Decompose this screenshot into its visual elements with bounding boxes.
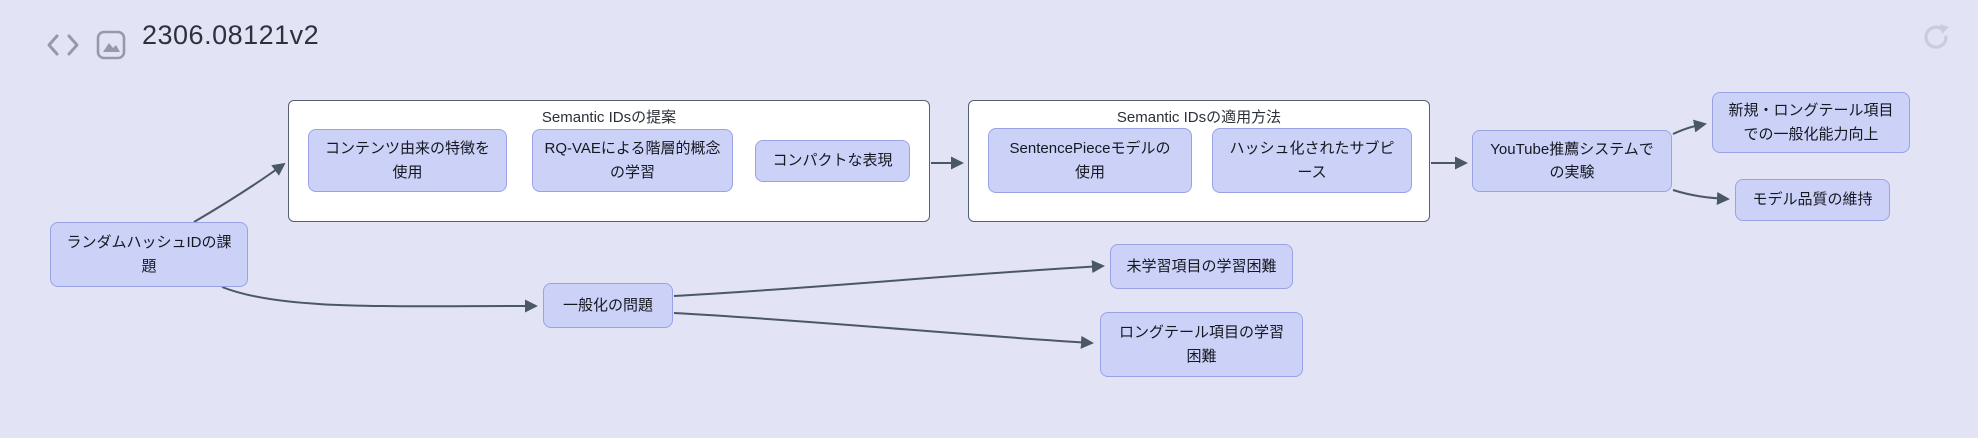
- code-icon: [47, 34, 79, 56]
- refresh-icon: [1924, 24, 1949, 49]
- node-model-quality: モデル品質の維持: [1735, 179, 1890, 221]
- edge-generalization-problem-to-unseen-items: [673, 260, 1105, 297]
- node-youtube-experiment: YouTube推薦システムで の実験: [1472, 130, 1672, 192]
- container-title: Semantic IDsの適用方法: [1116, 109, 1282, 126]
- edge-generalization-problem-to-longtail-items: [673, 312, 1094, 349]
- image-icon: [96, 30, 126, 60]
- node-longtail-items: ロングテール項目の学習 困難: [1100, 312, 1303, 377]
- node-generalization-gain: 新規・ロングテール項目 での一般化能力向上: [1712, 92, 1910, 153]
- code-view-button[interactable]: [46, 33, 80, 57]
- diagram-view-button[interactable]: [96, 30, 126, 60]
- edge-youtube-to-generalization-gain: [1672, 119, 1707, 135]
- node-content-features: コンテンツ由来の特徴を 使用: [308, 129, 507, 192]
- node-generalization-problem: 一般化の問題: [543, 283, 673, 328]
- edge-random-hash-to-proposal: [193, 162, 286, 223]
- edge-random-hash-to-generalization-problem: [221, 286, 538, 313]
- refresh-button[interactable]: [1920, 21, 1952, 53]
- node-unseen-items: 未学習項目の学習困難: [1110, 244, 1293, 289]
- page-title: 2306.08121v2: [142, 20, 320, 50]
- container-title: Semantic IDsの提案: [541, 109, 677, 126]
- node-sentencepiece: SentencePieceモデルの 使用: [988, 128, 1192, 193]
- edge-youtube-to-model-quality: [1672, 189, 1730, 205]
- node-hashed-subpieces: ハッシュ化されたサブピ ース: [1212, 128, 1412, 193]
- node-rq-vae: RQ-VAEによる階層的概念 の学習: [532, 129, 733, 192]
- node-random-hash: ランダムハッシュIDの課 題: [50, 222, 248, 287]
- node-compact-representation: コンパクトな表現: [755, 140, 910, 182]
